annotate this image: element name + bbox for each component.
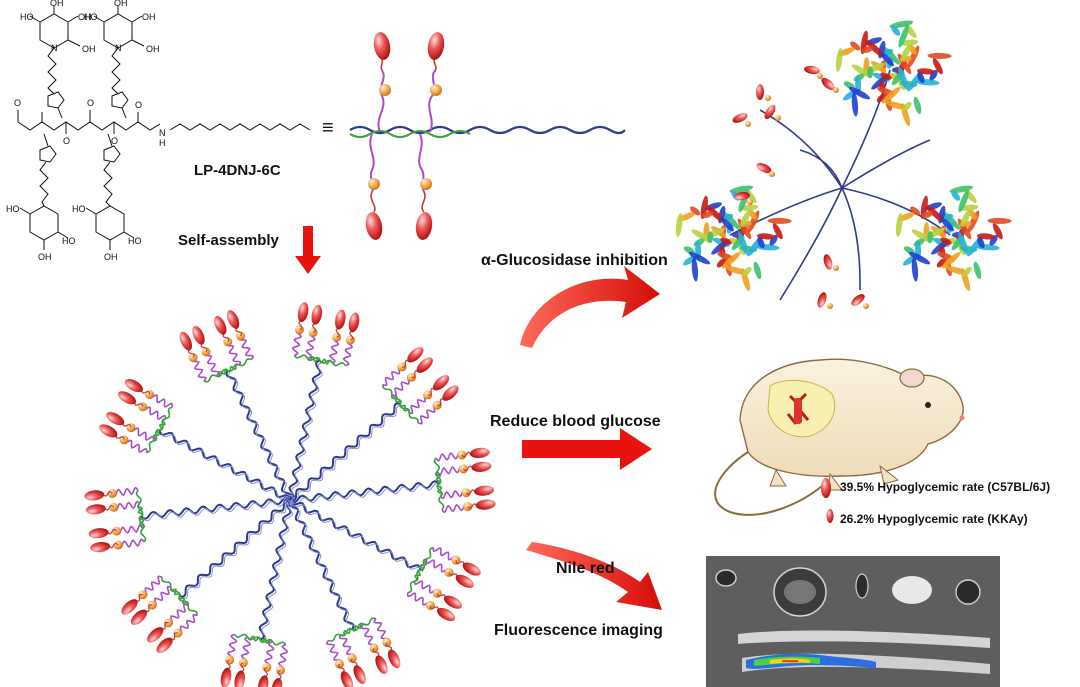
equiv-symbol: ≡ — [322, 117, 334, 139]
svg-text:HO: HO — [128, 236, 142, 246]
micelle — [84, 302, 496, 687]
svg-text:HO: HO — [84, 12, 98, 22]
triazole-1 — [47, 91, 65, 109]
fluorescence-image — [706, 556, 1000, 687]
svg-text:OH: OH — [38, 252, 52, 262]
triazole-2 — [111, 91, 129, 109]
self-assembly-arrow — [295, 226, 321, 274]
svg-text:HO: HO — [62, 236, 76, 246]
chemical-atom-labels: OH OH HO HO OH OH OH OH N N HO HO HO HO … — [6, 0, 166, 262]
self-assembly-label: Self-assembly — [178, 232, 279, 249]
svg-text:OH: OH — [142, 12, 156, 22]
svg-text:HO: HO — [72, 204, 86, 214]
svg-text:HO: HO — [20, 12, 34, 22]
svg-text:OH: OH — [50, 0, 64, 8]
svg-text:HO: HO — [6, 204, 20, 214]
nile-red-arrow — [526, 542, 662, 610]
svg-text:O: O — [135, 100, 142, 110]
svg-text:OH: OH — [104, 252, 118, 262]
svg-text:OH: OH — [114, 0, 128, 8]
glucosidase-label: α-Glucosidase inhibition — [481, 252, 668, 269]
dnj-ring-4 — [95, 205, 125, 241]
nile-red-label: Nile red — [556, 560, 615, 577]
mouse-illustration — [714, 358, 965, 523]
svg-text:O: O — [63, 136, 70, 146]
svg-text:O: O — [111, 136, 118, 146]
molecule-name: LP-4DNJ-6C — [194, 162, 281, 179]
enzyme-complex — [675, 20, 1012, 309]
triazole-3 — [39, 145, 57, 163]
glucosidase-arrow — [520, 266, 660, 348]
reduce-glucose-label: Reduce blood glucose — [490, 413, 661, 430]
svg-text:N: N — [159, 128, 166, 138]
triazole-4 — [103, 145, 121, 163]
result-c57: 39.5% Hypoglycemic rate (C57BL/6J) — [840, 480, 1051, 494]
svg-text:O: O — [14, 98, 21, 108]
fluorescence-label: Fluorescence imaging — [494, 622, 663, 639]
svg-text:N: N — [51, 43, 58, 53]
svg-text:N: N — [115, 43, 122, 53]
result-kkay: 26.2% Hypoglycemic rate (KKAy) — [840, 512, 1028, 526]
dnj-ring-3 — [29, 205, 59, 241]
svg-text:H: H — [159, 138, 166, 148]
lipopeptoid-schematic — [349, 32, 626, 240]
reduce-glucose-arrow — [522, 428, 652, 470]
svg-text:OH: OH — [82, 44, 96, 54]
svg-text:OH: OH — [78, 12, 92, 22]
chemical-structure — [17, 6, 311, 250]
svg-text:OH: OH — [146, 44, 160, 54]
svg-text:O: O — [87, 98, 94, 108]
